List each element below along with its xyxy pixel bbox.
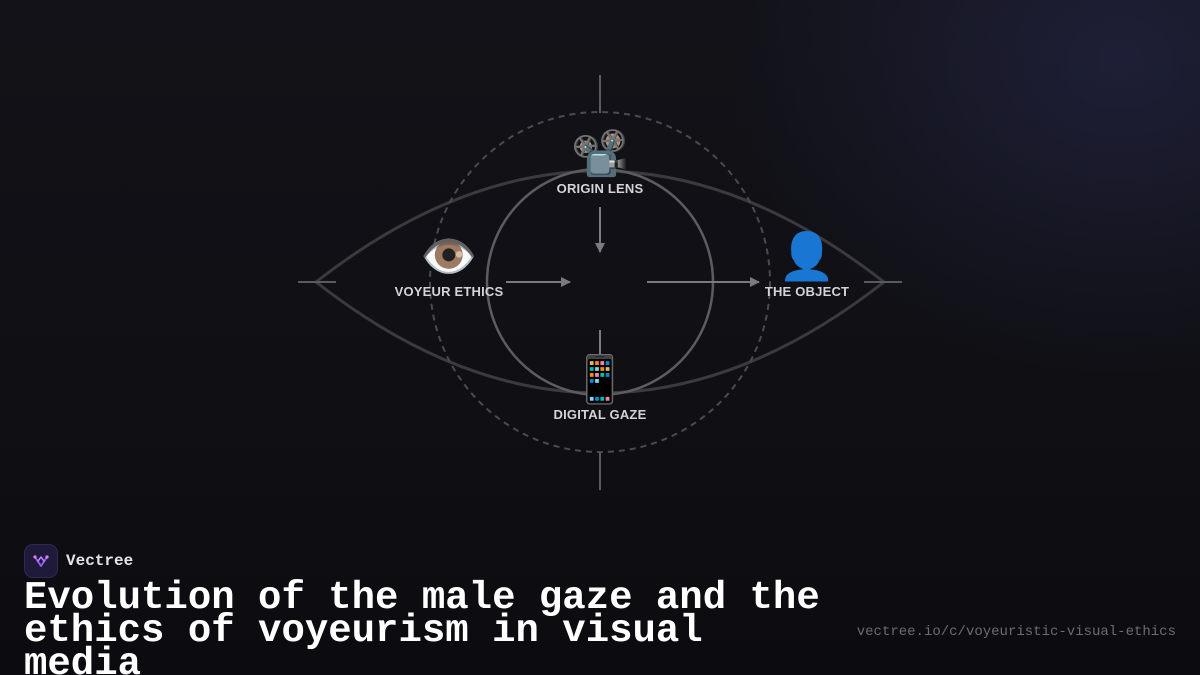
brand-name: Vectree [66,552,134,570]
source-url[interactable]: vectree.io/c/voyeuristic-visual-ethics [856,624,1176,640]
node-label-voyeur-ethics: VOYEUR ETHICS [394,284,504,299]
person-silhouette-icon: 👤 [778,229,836,283]
eye-icon: 👁️ [420,229,478,283]
eye-outline-lower [315,280,885,395]
vectree-logo-icon [24,544,58,578]
node-digital-gaze: 📱 DIGITAL GAZE [510,353,690,422]
eye-outline-upper [315,169,885,284]
mobile-phone-icon: 📱 [571,352,629,406]
brand[interactable]: Vectree [24,544,133,578]
node-label-the-object: THE OBJECT [764,284,850,299]
node-label-origin-lens: ORIGIN LENS [556,181,644,196]
node-voyeur-ethics: 👁️ VOYEUR ETHICS [359,230,539,299]
node-the-object: 👤 THE OBJECT [717,230,897,299]
film-projector-icon: 📽️ [571,126,629,180]
page-title: Evolution of the male gaze and the ethic… [24,576,820,675]
outer-dashed-ring [429,111,771,453]
node-label-digital-gaze: DIGITAL GAZE [553,407,647,422]
node-origin-lens: 📽️ ORIGIN LENS [510,127,690,196]
